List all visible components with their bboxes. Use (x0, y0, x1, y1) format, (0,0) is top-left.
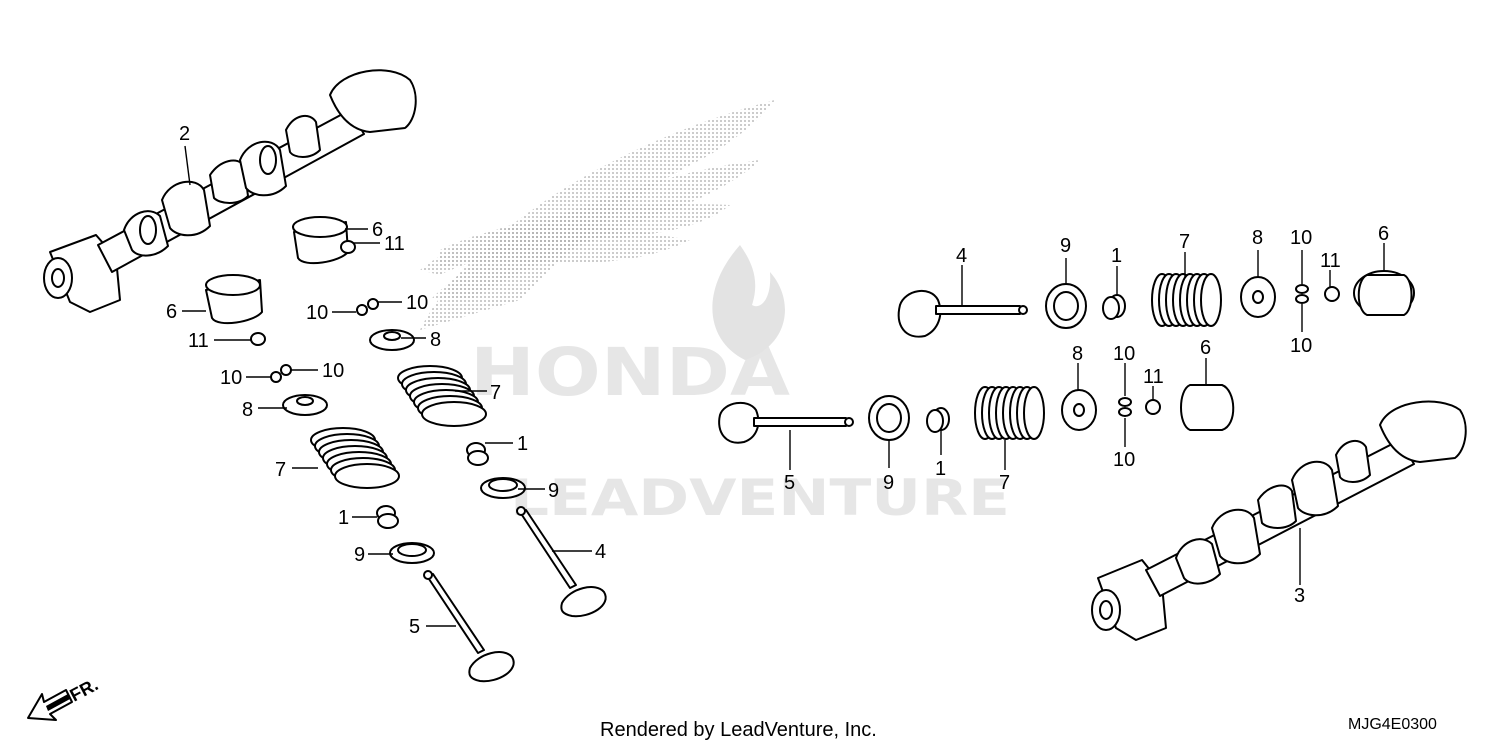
spring-coil (421, 401, 487, 427)
shim-11a (340, 240, 356, 254)
spring-seat-9d (868, 395, 910, 441)
callout-11: 11 (188, 330, 209, 352)
callout-6: 6 (372, 219, 383, 241)
callout-11: 11 (1143, 366, 1164, 388)
watermark-dealer-text: LEADVENTURE (510, 469, 1010, 527)
render-credit: Rendered by LeadVenture, Inc. (600, 719, 877, 741)
valve-stem-seal-1b (376, 505, 399, 529)
callout-9: 9 (883, 472, 894, 494)
callout-7: 7 (999, 472, 1010, 494)
valve-5a (423, 570, 515, 683)
callout-10: 10 (322, 360, 344, 382)
callout-6: 6 (1200, 337, 1211, 359)
flame-logo-watermark (712, 245, 785, 360)
shim-11b (250, 332, 266, 346)
valve-cotter-10d (1118, 397, 1132, 417)
valve-cotter-10b (270, 364, 292, 383)
callout-9: 9 (354, 544, 365, 566)
callout-8: 8 (430, 329, 441, 351)
spring-coil (334, 463, 400, 489)
callout-5: 5 (784, 472, 795, 494)
callout-10: 10 (306, 302, 328, 324)
callout-8: 8 (242, 399, 253, 421)
callout-1: 1 (935, 458, 946, 480)
callout-11: 11 (1320, 250, 1341, 272)
callout-5: 5 (409, 616, 420, 638)
callout-4: 4 (595, 541, 606, 563)
callout-7: 7 (1179, 231, 1190, 253)
callout-10: 10 (1290, 335, 1312, 357)
tappet-bucket-6b (205, 274, 263, 325)
camshaft-2 (43, 69, 417, 313)
spring-retainer-8a (369, 329, 415, 351)
callout-3: 3 (1294, 585, 1305, 607)
callout-10: 10 (1113, 449, 1135, 471)
callout-10: 10 (220, 367, 242, 389)
callout-1: 1 (517, 433, 528, 455)
shim-11c (1324, 286, 1340, 302)
valve-4a (516, 506, 607, 618)
tappet-bucket-6c (1353, 270, 1415, 316)
callout-1: 1 (1111, 245, 1122, 267)
callout-10: 10 (406, 292, 428, 314)
camshaft-3 (1091, 400, 1467, 641)
callout-9: 9 (1060, 235, 1071, 257)
spring-seat-9b (389, 542, 435, 564)
diagram-code: MJG4E0300 (1348, 716, 1437, 733)
valve-stem-seal-1d (926, 407, 950, 433)
callout-6: 6 (166, 301, 177, 323)
spring-retainer-8c (1240, 276, 1276, 318)
callout-2: 2 (179, 123, 190, 145)
callout-labels: 2 6 11 10 10 6 11 8 10 10 7 8 7 1 9 1 9 … (166, 123, 1389, 638)
valve-cotter-10a (356, 298, 379, 316)
tappet-bucket-6d (1180, 384, 1235, 431)
leader-lines (182, 145, 1385, 627)
valve-stem-seal-1a (466, 442, 489, 466)
valve-spring-7b (310, 427, 400, 489)
callout-10: 10 (1113, 343, 1135, 365)
callout-11: 11 (384, 233, 405, 255)
front-direction-arrow-icon (27, 689, 73, 721)
spring-seat-9a (480, 477, 526, 499)
callout-6: 6 (1378, 223, 1389, 245)
honda-wing-watermark (420, 100, 775, 330)
callout-7: 7 (490, 382, 501, 404)
callout-1: 1 (338, 507, 349, 529)
valve-stem-seal-1c (1102, 294, 1126, 320)
valve-spring-7a (397, 365, 487, 427)
callout-9: 9 (548, 480, 559, 502)
callout-10: 10 (1290, 227, 1312, 249)
callout-8: 8 (1072, 343, 1083, 365)
callout-4: 4 (956, 245, 967, 267)
valve-5b (718, 401, 854, 444)
spring-retainer-8d (1061, 389, 1097, 431)
shim-11d (1145, 399, 1161, 415)
tappet-bucket-6a (292, 216, 349, 265)
callout-8: 8 (1252, 227, 1263, 249)
spring-retainer-8b (282, 394, 328, 416)
spring-coil (1200, 273, 1222, 327)
callout-7: 7 (275, 459, 286, 481)
spring-coil (1023, 386, 1045, 440)
valve-spring-7c (1151, 273, 1222, 327)
valve-4b (897, 290, 1028, 338)
valve-spring-7d (974, 386, 1045, 440)
valve-cotter-10c (1295, 284, 1309, 304)
spring-seat-9c (1045, 283, 1087, 329)
